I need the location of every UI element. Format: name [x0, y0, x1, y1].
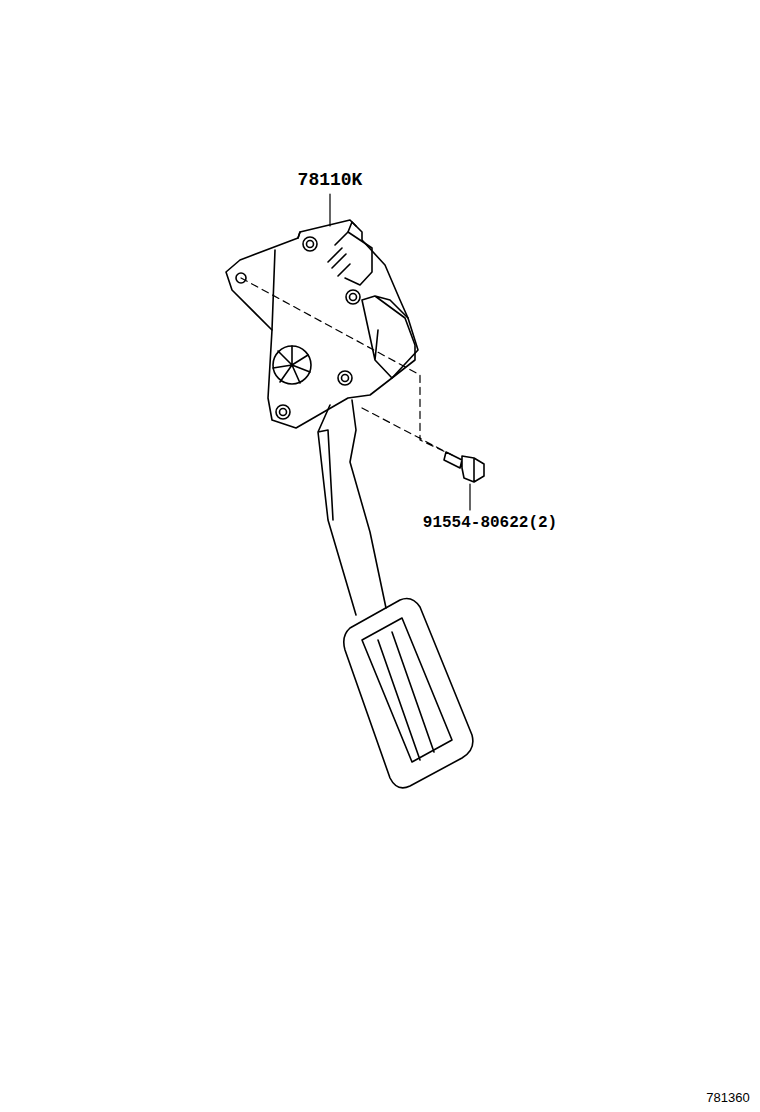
mount-hole	[303, 237, 317, 251]
mount-hole	[280, 409, 287, 416]
leader-line	[330, 194, 470, 510]
pedal-arm	[318, 400, 386, 615]
mount-hole	[338, 371, 352, 385]
mount-hole	[307, 241, 314, 248]
part-number: 78110K	[297, 170, 364, 190]
alignment-line	[241, 278, 452, 455]
connector-pins	[328, 222, 356, 276]
mount-hole	[276, 405, 290, 419]
pedal-housing	[226, 220, 418, 428]
housing-block	[362, 296, 415, 378]
spring-spokes	[273, 346, 310, 383]
mount-hole	[342, 375, 349, 382]
diagram-id: 781360	[705, 1090, 750, 1105]
mount-hole	[350, 294, 357, 301]
housing-edge	[272, 232, 300, 330]
pad-ridges	[362, 618, 452, 762]
pedal-pad	[344, 599, 473, 788]
part-number: 91554-80622(2)	[422, 514, 558, 532]
mount-hole	[346, 290, 360, 304]
bolt	[444, 452, 484, 482]
spring-wheel	[273, 346, 311, 384]
